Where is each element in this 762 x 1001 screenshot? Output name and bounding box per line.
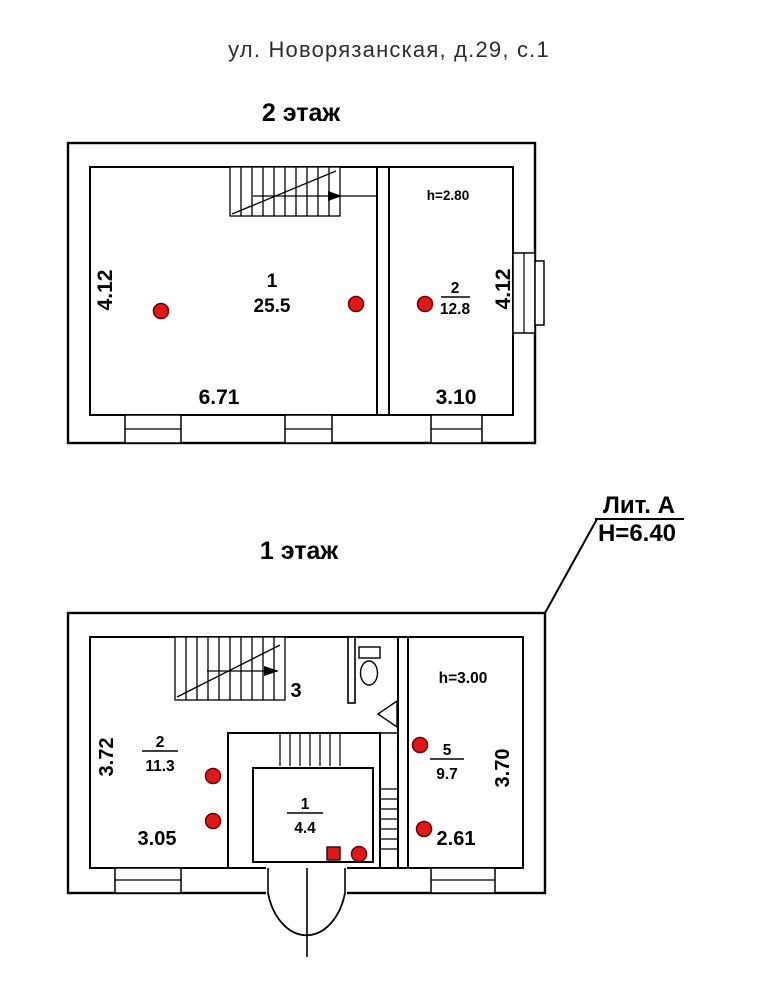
floor2-room2-area: 12.8	[440, 301, 471, 318]
floor1-room5-number: 5	[443, 742, 452, 759]
stair-direction-arrow-icon	[264, 666, 279, 676]
building-height-label: Н=6.40	[598, 520, 676, 547]
floor2-room1-area: 25.5	[254, 296, 291, 317]
measurement-point-marker	[416, 295, 434, 313]
floor1-room3-number: 3	[290, 680, 301, 702]
floor1-windows	[114, 867, 496, 894]
floor1-dim-right: 3.70	[492, 749, 514, 788]
floor1-room1-number: 1	[301, 796, 310, 813]
stove-hatching	[279, 734, 341, 766]
liter-label: Лит. А	[603, 492, 675, 519]
floor1-room1-area: 4.4	[294, 820, 316, 837]
bathroom-wall	[347, 636, 356, 704]
central-block-inner-wall	[252, 767, 374, 863]
stair-direction-arrow-icon	[328, 191, 342, 201]
floor1-plan: 1 этаж	[66, 537, 547, 957]
floor2-dim-right: 4.12	[492, 269, 515, 310]
building-callout: Лит. А Н=6.40	[544, 492, 684, 614]
floor1-staircase	[174, 636, 286, 701]
floor2-markers	[152, 295, 434, 320]
window	[284, 414, 333, 444]
window-right	[512, 252, 545, 334]
window	[114, 867, 182, 894]
measurement-point-marker	[204, 812, 222, 830]
measurement-point-marker	[204, 767, 222, 785]
floor1-room5-area: 9.7	[436, 766, 458, 783]
toilet-tank-icon	[358, 646, 381, 659]
entrance-door	[266, 866, 347, 957]
stair-break-line	[231, 170, 337, 215]
floor2-windows	[124, 252, 545, 444]
measurement-point-marker	[152, 302, 170, 320]
window	[430, 414, 483, 444]
stair-treads	[185, 637, 275, 700]
floor1-ceiling-height: h=3.00	[439, 670, 488, 687]
floor2-ceiling-height: h=2.80	[427, 188, 469, 203]
toilet-bowl-icon	[359, 660, 379, 686]
window	[430, 867, 496, 894]
floor2-room2-number: 2	[451, 280, 460, 297]
measurement-point-marker	[415, 820, 433, 838]
floor2-room1-number: 1	[267, 271, 278, 292]
floor1-dim-bottom-left: 3.05	[138, 828, 177, 850]
address-title: ул. Новорязанская, д.29, с.1	[228, 37, 550, 62]
floor2-dim-bottom-left: 6.71	[199, 386, 240, 409]
callout-leader-line	[544, 518, 598, 614]
floor1-partition-wall-room5	[397, 636, 409, 869]
floor1-room2-number: 2	[156, 734, 165, 751]
floor2-label: 2 этаж	[262, 99, 340, 127]
floor1-dim-left: 3.72	[96, 738, 118, 777]
measurement-square-marker	[326, 846, 341, 861]
floor2-staircase	[229, 166, 377, 217]
central-block-room1	[227, 732, 397, 869]
floor1-dim-bottom-right: 2.61	[437, 828, 476, 850]
floor2-dim-left: 4.12	[94, 270, 117, 311]
measurement-point-marker	[347, 295, 365, 313]
bathroom-fixtures	[358, 646, 398, 729]
window	[124, 414, 182, 444]
floor2-plan: 2 этаж	[66, 99, 545, 445]
floor2-partition-wall	[376, 166, 390, 416]
corner-sink-icon	[376, 699, 398, 729]
floor1-markers	[204, 736, 433, 863]
floor2-dim-bottom-right: 3.10	[436, 386, 477, 409]
measurement-point-marker	[350, 845, 368, 863]
floor1-label: 1 этаж	[260, 537, 338, 565]
measurement-point-marker	[411, 736, 429, 754]
floor1-room2-area: 11.3	[145, 758, 175, 775]
duct-hatching	[381, 788, 397, 850]
